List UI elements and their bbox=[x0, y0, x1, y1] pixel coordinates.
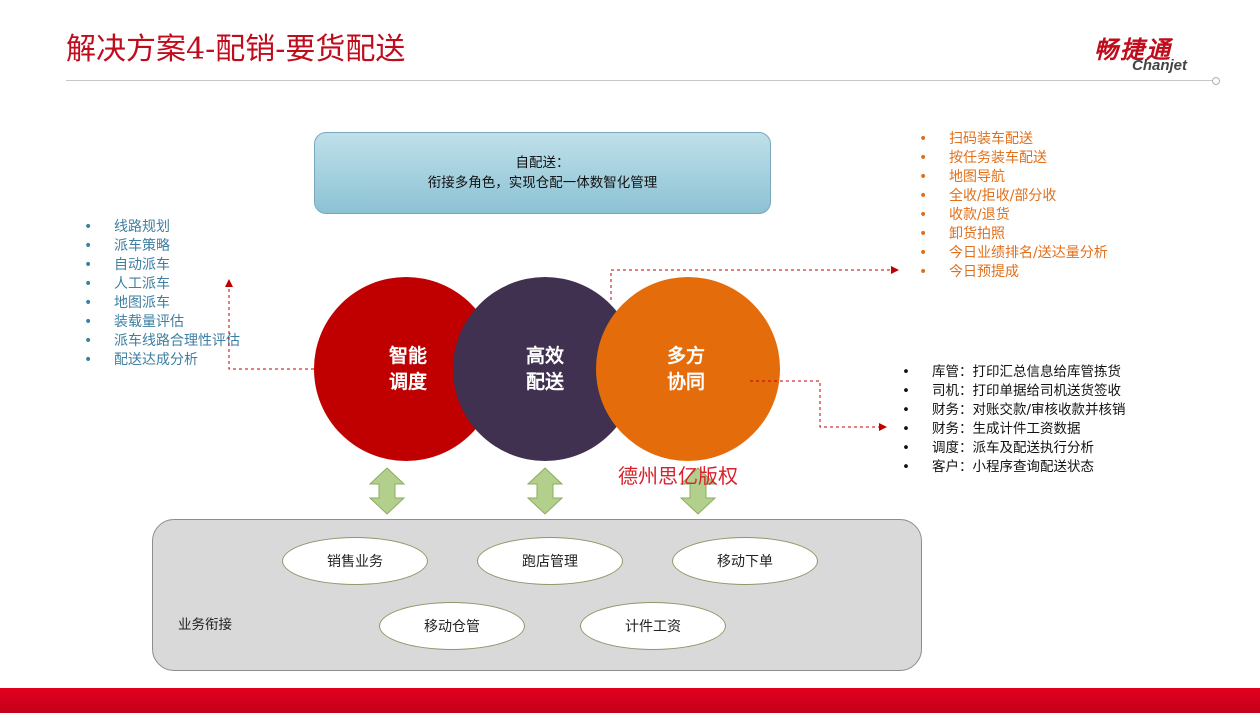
footer-bar bbox=[0, 688, 1260, 713]
list-item: 派车线路合理性评估 bbox=[84, 332, 240, 351]
divider-end-dot bbox=[1212, 77, 1220, 85]
sales-business-pill: 销售业务 bbox=[282, 537, 428, 585]
list-item: 今日预提成 bbox=[919, 263, 1108, 282]
list-item: 配送达成分析 bbox=[84, 351, 240, 370]
list-item: 财务：对账交款/审核收款并核销 bbox=[902, 401, 1125, 420]
brand-logo-latin: Chanjet bbox=[1132, 57, 1188, 74]
list-item: 客户：小程序查询配送状态 bbox=[902, 458, 1126, 477]
store-visit-pill: 跑店管理 bbox=[477, 537, 623, 585]
list-item: 派车策略 bbox=[84, 237, 240, 256]
mobile-warehouse-pill: 移动仓管 bbox=[379, 602, 525, 650]
list-item: 财务：生成计件工资数据 bbox=[902, 420, 1126, 439]
brand-logo: 畅捷通 bbox=[1094, 36, 1172, 64]
list-item: 按任务装车配送 bbox=[919, 149, 1108, 168]
list-item: 司机：打印单据给司机送货签收 bbox=[902, 382, 1126, 401]
circle-label: 多方 bbox=[666, 345, 705, 367]
list-item: 扫码装车配送 bbox=[919, 130, 1108, 149]
page-title: 解决方案4-配销-要货配送 bbox=[66, 32, 406, 67]
business-integration-label: 业务衔接 bbox=[178, 617, 232, 633]
list-item: 今日业绩排名/送达量分析 bbox=[919, 244, 1108, 263]
piece-wage-pill: 计件工资 bbox=[580, 602, 726, 650]
list-item: 库管：打印汇总信息给库管拣货 bbox=[902, 363, 1126, 382]
list-item: 人工派车 bbox=[84, 275, 240, 294]
title-divider bbox=[66, 80, 1214, 81]
list-item: 调度：派车及配送执行分析 bbox=[902, 439, 1126, 458]
list-item: 线路规划 bbox=[84, 218, 240, 237]
circle-label: 配送 bbox=[525, 371, 564, 393]
circle-label: 高效 bbox=[525, 345, 564, 367]
list-item: 全收/拒收/部分收 bbox=[919, 187, 1108, 206]
list-item: 地图导航 bbox=[919, 168, 1108, 187]
delivery-feature-list: 扫码装车配送 按任务装车配送 地图导航 全收/拒收/部分收 收款/退货 卸货拍照… bbox=[919, 130, 1108, 282]
multi-party-collaboration-circle: 多方 协同 bbox=[596, 277, 780, 461]
self-delivery-heading: 自配送： bbox=[515, 155, 570, 171]
collaboration-role-list: 库管：打印汇总信息给库管拣货 司机：打印单据给司机送货签收 财务：对账交款/审核… bbox=[902, 363, 1126, 477]
list-item: 自动派车 bbox=[84, 256, 240, 275]
dispatch-connector-arrow bbox=[225, 279, 314, 370]
list-item: 卸货拍照 bbox=[919, 225, 1108, 244]
list-item: 地图派车 bbox=[84, 294, 240, 313]
list-item: 收款/退货 bbox=[919, 206, 1108, 225]
list-item: 装载量评估 bbox=[84, 313, 240, 332]
double-arrow-icon bbox=[368, 467, 406, 515]
self-delivery-description: 衔接多角色，实现仓配一体数智化管理 bbox=[427, 175, 658, 191]
copyright-watermark: 德州思亿版权 bbox=[618, 464, 738, 488]
dispatch-feature-list: 线路规划 派车策略 自动派车 人工派车 地图派车 装载量评估 派车线路合理性评估… bbox=[84, 218, 240, 370]
self-delivery-box: 自配送： 衔接多角色，实现仓配一体数智化管理 bbox=[314, 132, 771, 214]
circle-label: 协同 bbox=[666, 371, 705, 393]
mobile-order-pill: 移动下单 bbox=[672, 537, 818, 585]
circle-label: 智能 bbox=[388, 345, 427, 367]
double-arrow-icon bbox=[526, 467, 564, 515]
circle-label: 调度 bbox=[388, 371, 427, 393]
